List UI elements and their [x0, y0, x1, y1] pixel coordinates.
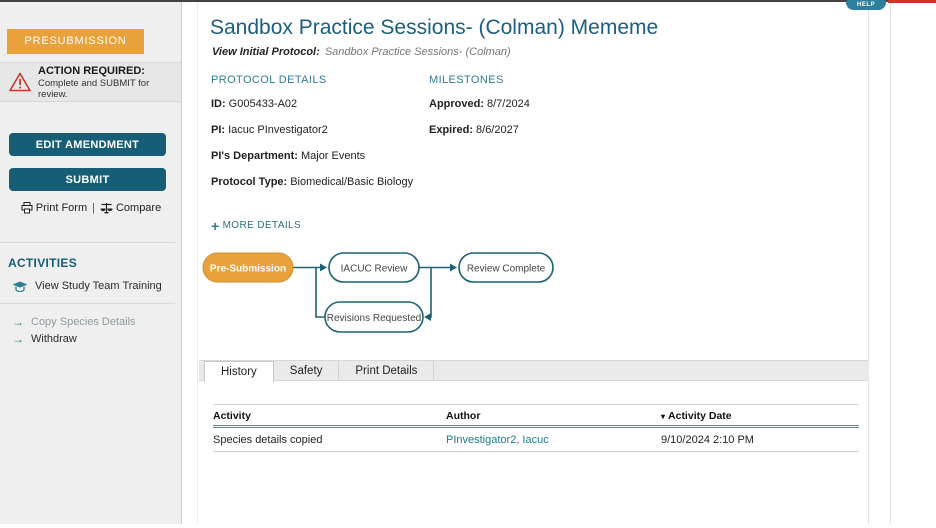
print-form-link[interactable]: Print Form — [21, 202, 87, 214]
activity-label: View Study Team Training — [35, 280, 162, 292]
field-approved: Approved:8/7/2024 — [429, 98, 530, 110]
activity-label: Copy Species Details — [31, 316, 136, 328]
sidebar-divider — [0, 303, 175, 304]
svg-text:Review Complete: Review Complete — [467, 264, 546, 275]
field-label: Expired: — [429, 124, 474, 136]
edit-amendment-button[interactable]: EDIT AMENDMENT — [9, 133, 166, 156]
more-details-toggle[interactable]: + MORE DETAILS — [211, 217, 302, 234]
alert-subtitle: Complete and SUBMIT for review. — [38, 77, 150, 100]
status-banner-presubmission: PRESUBMISSION — [7, 29, 144, 54]
top-border-line — [0, 0, 936, 2]
milestones-heading: MILESTONES — [429, 74, 504, 86]
field-label: Approved: — [429, 98, 484, 110]
page-title: Sandbox Practice Sessions- (Colman) Meme… — [210, 16, 659, 39]
compare-scales-icon — [100, 203, 113, 214]
printer-icon — [21, 202, 33, 214]
field-pi: PI:Iacuc PInvestigator2 — [211, 124, 328, 136]
link-separator: | — [92, 202, 95, 214]
field-label: ID: — [211, 98, 226, 110]
field-label: Protocol Type: — [211, 176, 288, 188]
column-header-activity[interactable]: Activity — [213, 410, 251, 422]
top-red-accent-line — [888, 0, 936, 3]
main-content: Sandbox Practice Sessions- (Colman) Meme… — [197, 2, 869, 524]
view-initial-protocol-row: View Initial Protocol: Sandbox Practice … — [212, 46, 511, 58]
tab-safety[interactable]: Safety — [274, 361, 340, 381]
field-value: Iacuc PInvestigator2 — [228, 124, 328, 136]
alert-title: ACTION REQUIRED: — [38, 64, 145, 77]
warning-triangle-icon — [9, 72, 31, 92]
activity-label: Withdraw — [31, 333, 77, 345]
right-edge-divider — [890, 3, 891, 523]
sidebar-divider — [0, 242, 175, 243]
graduation-cap-icon — [12, 281, 28, 292]
copy-species-details-link[interactable]: → Copy Species Details — [12, 315, 136, 329]
field-value: G005433-A02 — [228, 98, 298, 110]
cell-activity-date: 9/10/2024 2:10 PM — [661, 434, 754, 446]
print-form-label: Print Form — [35, 202, 88, 214]
field-expired: Expired:8/6/2027 — [429, 124, 519, 136]
field-pi-department: PI's Department:Major Events — [211, 150, 365, 162]
arrow-right-icon: → — [12, 315, 24, 329]
cell-author-link[interactable]: PInvestigator2, Iacuc — [446, 434, 549, 446]
sort-descending-icon: ▾ — [661, 412, 666, 421]
field-value: 8/7/2024 — [487, 98, 530, 110]
more-details-label: MORE DETAILS — [222, 220, 302, 231]
svg-text:Revisions Requested: Revisions Requested — [327, 313, 422, 324]
workflow-node-revisions-requested: Revisions Requested — [324, 301, 424, 333]
column-header-activity-date[interactable]: ▾Activity Date — [661, 410, 859, 422]
tab-bar: History Safety Print Details — [199, 360, 869, 382]
history-table-header: Activity Author ▾Activity Date — [213, 405, 859, 428]
column-header-author[interactable]: Author — [446, 410, 481, 422]
field-value: 8/6/2027 — [476, 124, 519, 136]
svg-text:IACUC Review: IACUC Review — [341, 264, 408, 275]
plus-icon: + — [211, 217, 220, 234]
field-label: PI: — [211, 124, 226, 136]
workflow-node-review-complete: Review Complete — [458, 252, 554, 283]
field-label: PI's Department: — [211, 150, 298, 162]
activities-heading: ACTIVITIES — [8, 256, 78, 270]
column-header-label: Activity Date — [668, 410, 732, 422]
svg-text:Pre-Submission: Pre-Submission — [210, 264, 286, 275]
withdraw-link[interactable]: → Withdraw — [12, 332, 77, 346]
cell-activity: Species details copied — [213, 434, 323, 446]
tab-print-details[interactable]: Print Details — [339, 361, 435, 381]
submit-button[interactable]: SUBMIT — [9, 168, 166, 191]
field-value: Biomedical/Basic Biology — [290, 176, 414, 188]
protocol-details-heading: PROTOCOL DETAILS — [211, 74, 327, 86]
action-required-alert: ACTION REQUIRED: Complete and SUBMIT for… — [0, 62, 181, 102]
tab-history[interactable]: History — [204, 361, 274, 382]
field-value: Major Events — [300, 150, 366, 162]
field-protocol-type: Protocol Type:Biomedical/Basic Biology — [211, 176, 413, 188]
arrow-right-icon: → — [12, 332, 24, 346]
view-study-team-training-link[interactable]: View Study Team Training — [12, 280, 162, 292]
history-table: Activity Author ▾Activity Date Species d… — [213, 404, 859, 452]
compare-label: Compare — [115, 202, 162, 214]
sidebar: PRESUBMISSION ACTION REQUIRED: Complete … — [0, 2, 182, 524]
compare-link[interactable]: Compare — [100, 202, 161, 214]
workflow-diagram: Pre-Submission IACUC Review Review Compl… — [202, 252, 554, 333]
help-button[interactable]: HELP — [846, 0, 886, 10]
initial-protocol-link[interactable]: Sandbox Practice Sessions- (Colman) — [324, 46, 511, 58]
workflow-node-iacuc-review: IACUC Review — [328, 252, 420, 283]
workflow-node-pre-submission: Pre-Submission — [202, 252, 294, 283]
table-row: Species details copied PInvestigator2, I… — [213, 428, 859, 452]
view-initial-protocol-label: View Initial Protocol: — [212, 46, 320, 58]
field-id: ID:G005433-A02 — [211, 98, 297, 110]
print-compare-row: Print Form | Compare — [0, 202, 182, 214]
